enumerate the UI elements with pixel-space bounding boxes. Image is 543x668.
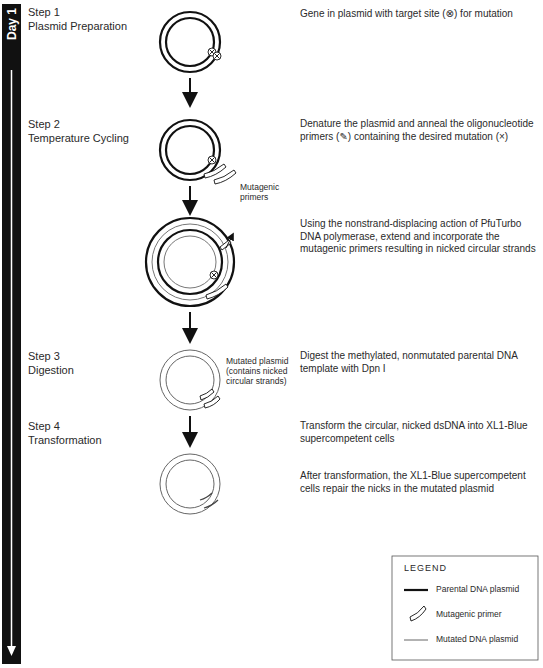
step-title: Temperature Cycling <box>28 132 138 145</box>
illustration-label: Mutagenic primers <box>240 182 300 202</box>
legend-text: Mutagenic primer <box>436 609 534 619</box>
legend-text: Parental DNA plasmid <box>436 584 534 594</box>
step-title: Digestion <box>28 364 138 377</box>
step-description: Denature the plasmid and anneal the olig… <box>300 118 536 143</box>
step-title: Plasmid Preparation <box>28 20 138 33</box>
step-number: Step 2 <box>28 118 138 131</box>
legend-text: Mutated DNA plasmid <box>436 634 534 644</box>
step-description: Transform the circular, nicked dsDNA int… <box>300 420 536 445</box>
step-description: Digest the methylated, nonmutated parent… <box>300 350 536 375</box>
step-number: Step 1 <box>28 6 138 19</box>
step-number: Step 4 <box>28 420 138 433</box>
day-label: Day 1 <box>5 8 20 40</box>
step-description: After transformation, the XL1-Blue super… <box>300 470 536 495</box>
step-title: Transformation <box>28 434 138 447</box>
step-description: Using the nonstrand-displacing action of… <box>300 218 536 256</box>
step-number: Step 3 <box>28 350 138 363</box>
step-description: Gene in plasmid with target site (⊗) for… <box>300 8 536 21</box>
legend-heading: LEGEND <box>404 563 524 574</box>
illustration-label: Mutated plasmid (contains nicked circula… <box>226 356 294 387</box>
